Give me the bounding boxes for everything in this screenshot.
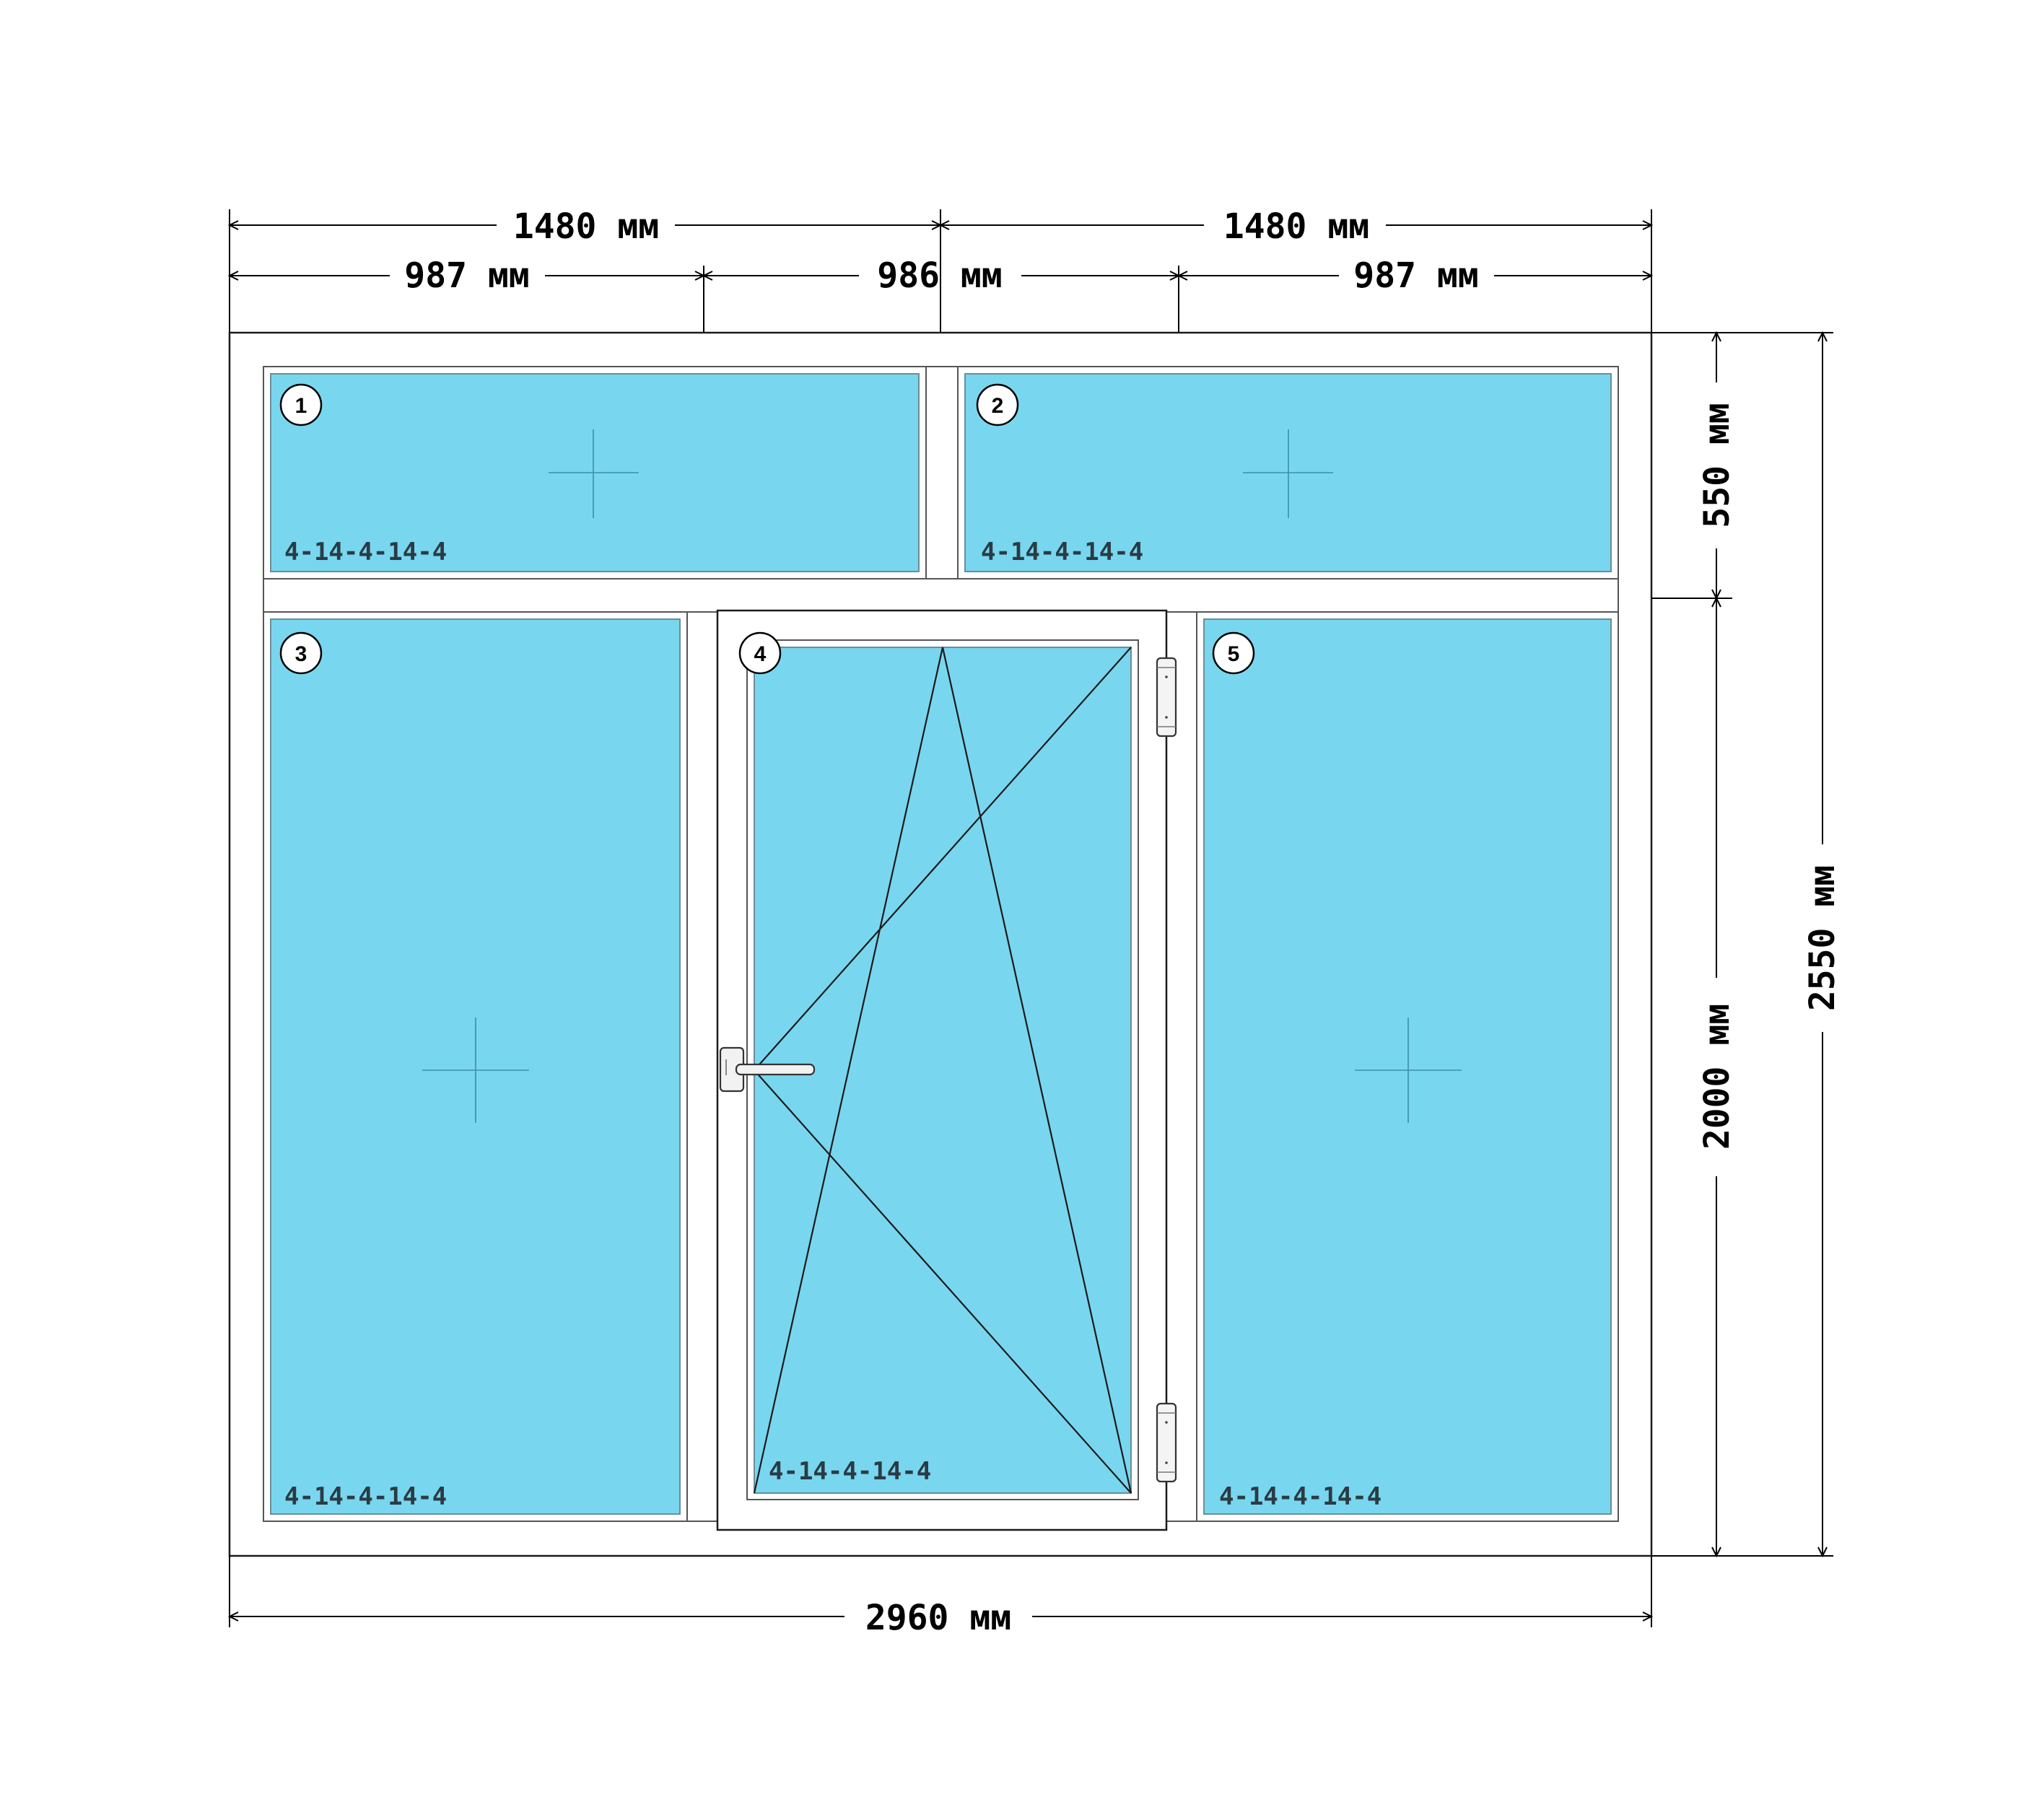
pane-number: 5 bbox=[1228, 642, 1240, 666]
dimension-label: 1480 мм bbox=[1223, 206, 1369, 247]
glass-pane-4 bbox=[754, 647, 1132, 1494]
dimension-label: 550 мм bbox=[1697, 403, 1737, 528]
pane-number: 2 bbox=[992, 394, 1004, 418]
pane-number: 3 bbox=[295, 642, 307, 666]
tilt-indicator bbox=[753, 647, 1132, 1494]
dimension-label: 1480 мм bbox=[513, 206, 659, 247]
dimension-top-thirds: 987 мм 986 мм 987 мм bbox=[227, 255, 1654, 333]
pane-5: 5 4-14-4-14-4 bbox=[1203, 618, 1612, 1515]
pane-4-sash[interactable]: 4 4-14-4-14-4 bbox=[716, 609, 1177, 1531]
dimension-label: 2550 мм bbox=[1802, 865, 1843, 1011]
dimension-label: 2000 мм bbox=[1697, 1004, 1737, 1150]
pane-number-badge bbox=[976, 383, 1019, 426]
glass-formula: 4-14-4-14-4 bbox=[981, 538, 1143, 566]
dimension-label: 986 мм bbox=[877, 255, 1002, 296]
glass-pane-5 bbox=[1203, 618, 1612, 1515]
pane-number-badge bbox=[1212, 631, 1255, 675]
dimension-top-halves: 1480 мм 1480 мм bbox=[227, 206, 1654, 333]
pane-2: 2 4-14-4-14-4 bbox=[964, 373, 1612, 572]
hinge-icon bbox=[1156, 657, 1177, 738]
pane-number-badge bbox=[279, 383, 323, 426]
glass-formula: 4-14-4-14-4 bbox=[284, 1482, 447, 1511]
pane-number: 4 bbox=[754, 642, 767, 666]
dimension-bottom: 2960 мм bbox=[227, 1556, 1654, 1638]
pane-number-badge bbox=[279, 631, 323, 675]
glass-formula: 4-14-4-14-4 bbox=[284, 538, 447, 566]
glass-formula: 4-14-4-14-4 bbox=[1219, 1482, 1381, 1511]
window-handle-icon[interactable] bbox=[719, 1046, 816, 1093]
dimension-right: 550 мм 2000 мм 2550 мм bbox=[1651, 331, 1843, 1558]
dimension-label: 987 мм bbox=[404, 255, 529, 296]
glass-formula: 4-14-4-14-4 bbox=[769, 1457, 931, 1486]
dimension-label: 2960 мм bbox=[865, 1598, 1011, 1638]
dimension-label: 987 мм bbox=[1353, 255, 1478, 296]
hinge-icon bbox=[1156, 1402, 1177, 1483]
pane-number-badge bbox=[738, 631, 782, 675]
pane-3: 3 4-14-4-14-4 bbox=[270, 618, 681, 1515]
pane-1: 1 4-14-4-14-4 bbox=[270, 373, 920, 572]
pane-number: 1 bbox=[295, 394, 307, 418]
